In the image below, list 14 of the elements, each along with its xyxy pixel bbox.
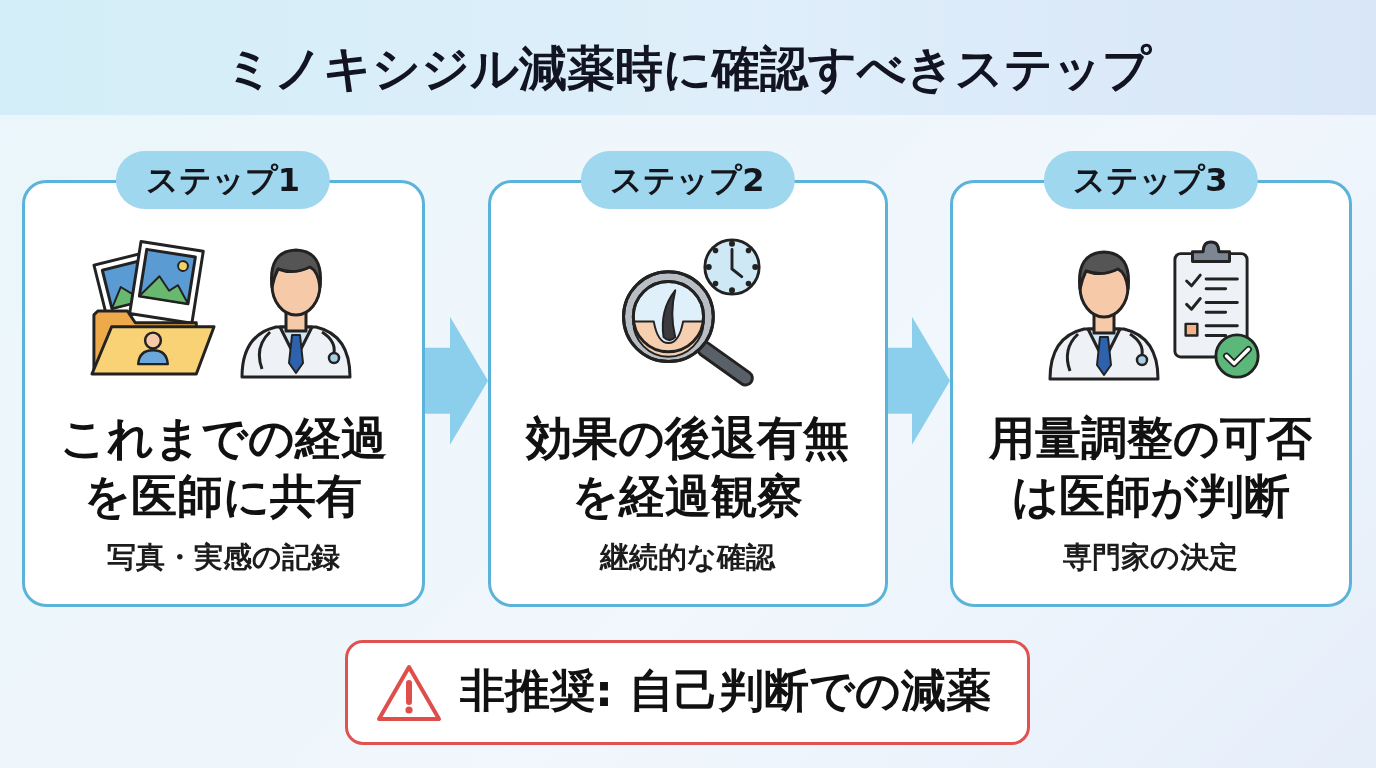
step-note: 写真・実感の記録 bbox=[105, 539, 341, 575]
step-note: 専門家の決定 bbox=[1062, 539, 1239, 575]
step-heading: 用量調整の可否は医師が判断 bbox=[988, 410, 1313, 525]
arrow bbox=[425, 316, 488, 445]
step-note: 継続的な確認 bbox=[598, 539, 777, 575]
warning-text: 非推奨: 自己判断での減薬 bbox=[460, 663, 991, 719]
arrow bbox=[888, 316, 950, 445]
step-badge: ステップ3 bbox=[1043, 151, 1258, 209]
title: ミノキシジル減薬時に確認すべきステップ bbox=[224, 39, 1153, 98]
warning-box bbox=[345, 640, 1030, 745]
step-heading: 効果の後退有無を経過観察 bbox=[524, 410, 850, 525]
step-badge: ステップ2 bbox=[580, 151, 795, 209]
step-heading: これまでの経過を医師に共有 bbox=[58, 410, 388, 525]
step-badge: ステップ1 bbox=[115, 151, 331, 209]
